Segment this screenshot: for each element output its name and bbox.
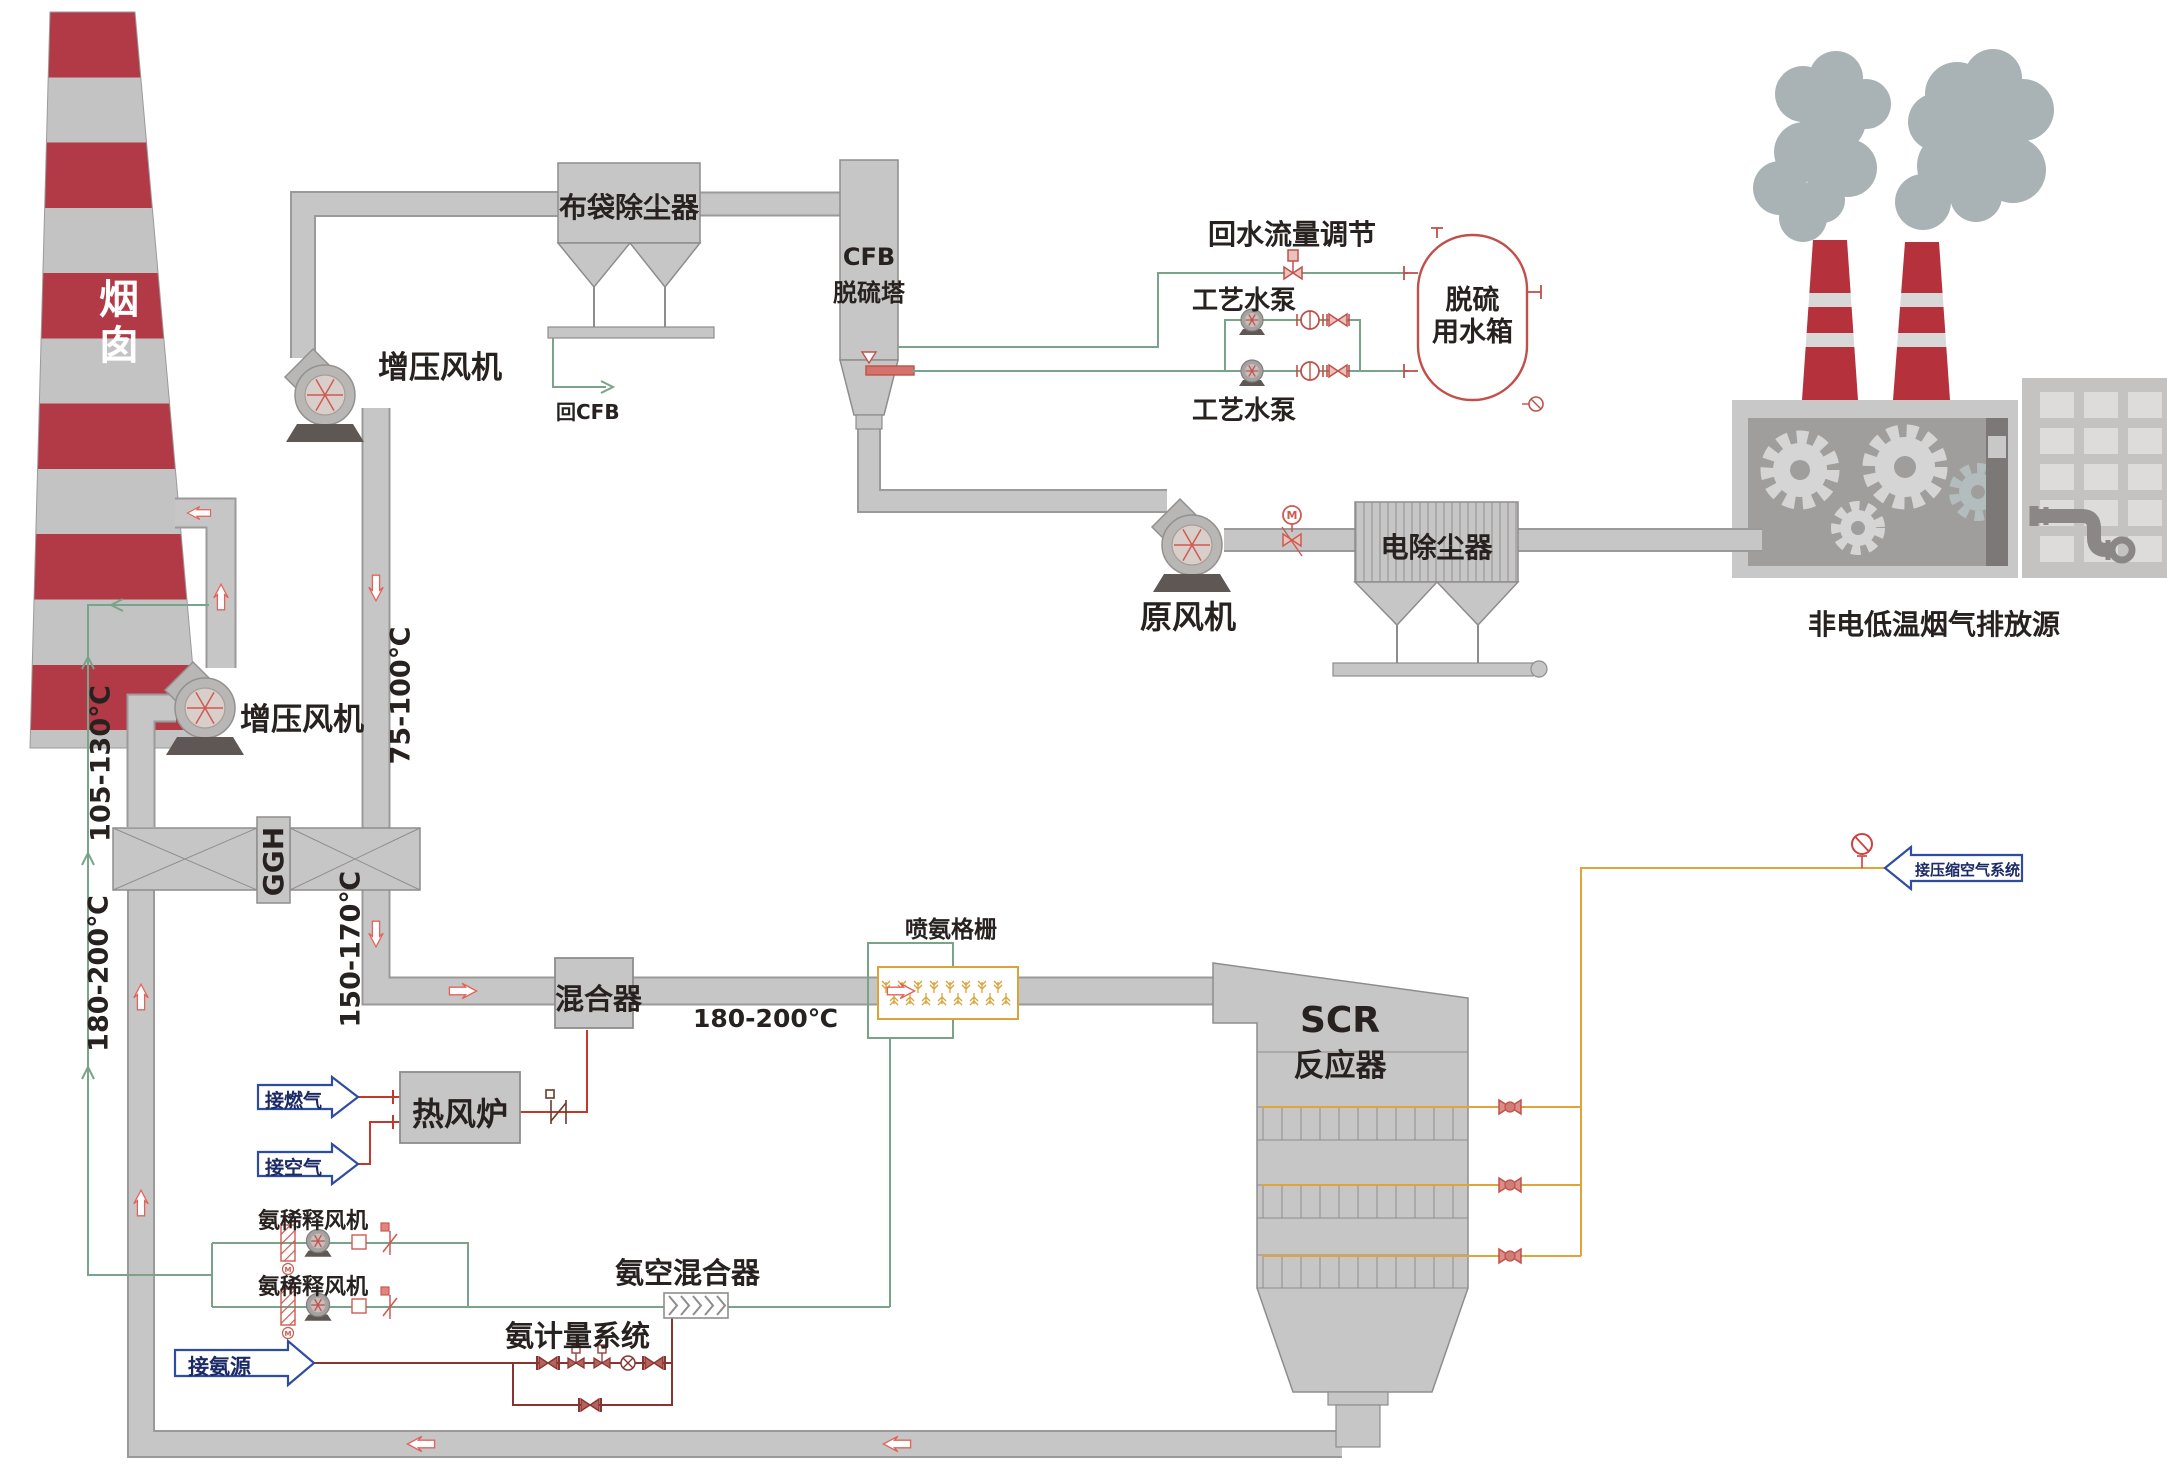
butterfly-valve-icon [380,1286,398,1320]
flow-meter-icon [1296,361,1324,381]
compressed-air-tag-label: 接压缩空气系统 [1915,861,2021,879]
dilution-fan-bottom-label: 氨稀释风机 [258,1275,369,1300]
pressure-gauge-icon [1851,833,1873,869]
air-tag-shape [256,1141,360,1187]
gear-icon [1760,430,1840,510]
chimney-label: 烟囱 [92,278,138,370]
motor-valve-icon: M [1281,505,1303,557]
hot-air-valve-icon [545,1089,567,1124]
back-to-cfb-label: 回CFB [556,400,620,424]
ggh-heat-exchanger [112,816,421,904]
drain-icon [1522,396,1544,412]
ammonia-valve-icon [642,1355,666,1371]
ammonia-source-tag-shape [173,1338,316,1388]
stack-chimney [29,11,201,749]
compressed-air-tag-shape [1883,844,2024,892]
ash-return-line [552,338,614,394]
water-tank-label-2: 用水箱 [1432,317,1513,348]
dilution-fan-row-bottom: M [280,1286,398,1340]
ammonia-metering-label: 氨计量系统 [505,1319,651,1353]
electrostatic-precipitator [1332,501,1548,678]
hot-air-lines [358,1030,588,1165]
scr-label-2: 反应器 [1293,1048,1387,1084]
ammonia-grid-label: 喷氨格栅 [905,917,997,943]
gear-icon [1862,424,1948,510]
motor-letter: M [285,1266,292,1274]
butterfly-valve-icon [380,1222,398,1256]
temp-after-ggh-label: 150-170℃ [335,870,367,1028]
injection-valve-icon [1498,1248,1522,1264]
factory-building [1732,378,2167,578]
dilution-fan-row-top: M [280,1222,398,1276]
ammonia-bypass-valve-icon [578,1397,602,1413]
motor-letter: M [285,1330,292,1338]
process-pump-bottom-label: 工艺水泵 [1192,396,1297,426]
esp-label: 电除尘器 [1380,531,1493,564]
raw-fan-label: 原风机 [1140,598,1237,636]
booster-fan-icon-top [284,348,365,443]
flue-mixer [554,957,634,1029]
connection-tags [173,844,2024,1388]
ammonia-source-tag-label: 接氨源 [188,1355,251,1379]
fuel-gas-tag-label: 接燃气 [265,1090,323,1112]
ammonia-air-mixer-label: 氨空混合器 [615,1256,761,1290]
bag-filter [547,162,715,339]
return-water-control-label: 回水流量调节 [1208,218,1377,251]
ammonia-globe-valve-icon [620,1355,636,1371]
air-tag-label: 接空气 [265,1157,323,1179]
cfb-tower-label-2: 脱硫塔 [833,279,905,307]
fuel-gas-tag-shape [256,1074,360,1120]
water-tank-label-1: 脱硫 [1445,285,1500,316]
ammonia-valve-icon [536,1355,560,1371]
injection-valve-icon [1498,1099,1522,1115]
cfb-tower-label-1: CFB [842,243,896,271]
process-pump-top-label: 工艺水泵 [1192,286,1297,316]
scr-reactor [1212,962,1469,1448]
ammonia-air-static-mixer-icon [663,1292,729,1319]
ggh-label: GGH [257,826,290,897]
emission-source-label: 非电低温烟气排放源 [1808,608,2061,641]
factory-stacks [1802,240,1950,400]
compressed-air-lines [1262,867,1888,1257]
scr-label-1: SCR [1299,1000,1381,1041]
smoke-plumes [1753,49,2054,242]
catalyst-layer [1256,1106,1469,1289]
temp-to-stack-label: 105-130℃ [85,685,117,842]
dilution-fan-top-label: 氨稀释风机 [258,1209,369,1234]
flow-meter-icon [1296,310,1324,330]
process-water-lines [898,272,1408,372]
mixer-label: 混合器 [555,982,643,1016]
bag-filter-label: 布袋除尘器 [558,191,699,224]
temp-after-booster-label: 75-100℃ [385,626,417,765]
booster-fan-left-label: 增压风机 [240,702,364,738]
pipe-icon [2029,506,2136,564]
injection-valve-icon [1498,1177,1522,1193]
valve-icon [1326,364,1350,378]
temp-scr-return-label: 180-200℃ [83,895,115,1052]
motor-letter: M [1287,509,1298,522]
valve-icon [1326,313,1350,327]
temp-after-mixer-label: 180-200℃ [693,1004,839,1033]
return-water-control-valve-icon [1283,249,1303,280]
process-pump-icon [1238,359,1266,387]
gear-icon [1831,501,1885,555]
hot-air-furnace-box [399,1071,521,1144]
hot-air-furnace-label: 热风炉 [411,1095,508,1133]
booster-fan-top-label: 增压风机 [378,350,502,386]
desulfurization-water-tank [1403,227,1544,412]
